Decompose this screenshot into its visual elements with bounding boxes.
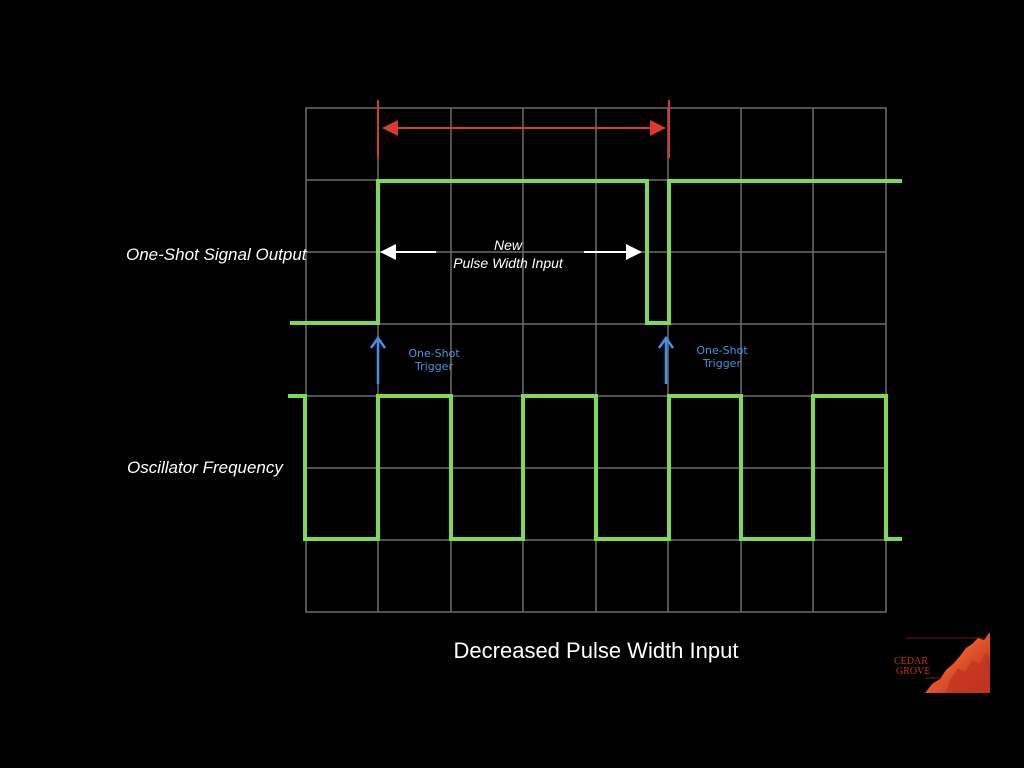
oscillator-label: Oscillator Frequency xyxy=(127,458,284,477)
trigger-label-1-line1: One-Shot xyxy=(408,347,460,360)
trigger-label-1-line2: Trigger xyxy=(414,360,453,373)
caption: Decreased Pulse Width Input xyxy=(454,638,739,663)
cedar-grove-logo: CEDAR GROVE STUDIOS xyxy=(894,632,990,693)
new-pulse-label-line2: Pulse Width Input xyxy=(453,255,564,271)
oscillator-waveform xyxy=(288,394,902,541)
pulse-span-marker xyxy=(377,100,670,158)
trigger-arrows xyxy=(369,335,675,384)
logo-line2: GROVE xyxy=(896,666,930,677)
trigger-label-2-line2: Trigger xyxy=(702,357,741,370)
new-pulse-label-line1: New xyxy=(494,237,523,253)
one-shot-output-label: One-Shot Signal Output xyxy=(126,245,308,264)
logo-line1: CEDAR xyxy=(894,656,928,667)
logo-line3: STUDIOS xyxy=(926,676,939,680)
one-shot-waveform xyxy=(290,179,902,325)
trigger-label-2-line1: One-Shot xyxy=(696,344,748,357)
